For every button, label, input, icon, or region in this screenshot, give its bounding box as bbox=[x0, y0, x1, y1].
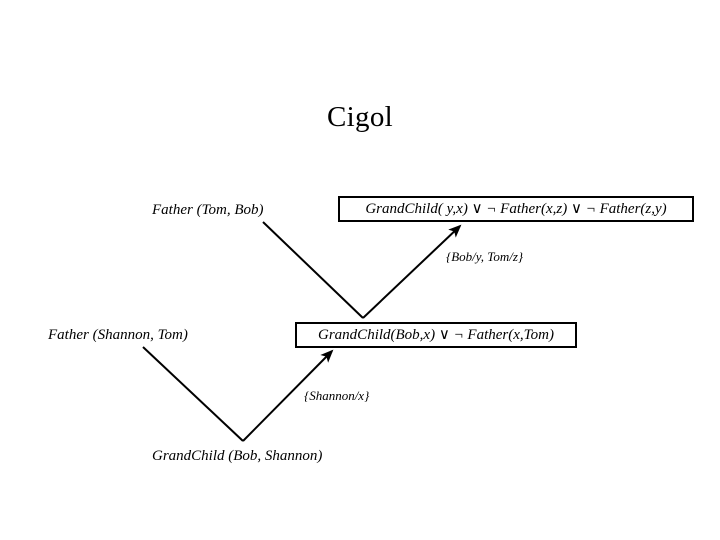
edge-father-shannon-tom-to-vertex bbox=[142, 346, 244, 442]
clause-box-grandchild-rule-text: GrandChild( y,x) ∨ ¬ Father(x,z) ∨ ¬ Fat… bbox=[365, 200, 667, 217]
clause-box-grandchild-bob-x-text: GrandChild(Bob,x) ∨ ¬ Father(x,Tom) bbox=[318, 326, 554, 343]
clause-box-grandchild-bob-x: GrandChild(Bob,x) ∨ ¬ Father(x,Tom) bbox=[295, 322, 577, 348]
page-title: Cigol bbox=[327, 101, 393, 133]
clause-grandchild-bob-shannon: GrandChild (Bob, Shannon) bbox=[152, 448, 323, 464]
clause-father-tom-bob: Father (Tom, Bob) bbox=[152, 202, 264, 218]
edge-father-tom-bob-to-vertex bbox=[262, 221, 364, 319]
substitution-label-lower: {Shannon/x} bbox=[304, 388, 370, 403]
clause-box-grandchild-rule: GrandChild( y,x) ∨ ¬ Father(x,z) ∨ ¬ Fat… bbox=[338, 196, 694, 222]
clause-father-shannon-tom: Father (Shannon, Tom) bbox=[48, 327, 188, 343]
substitution-label-upper: {Bob/y, Tom/z} bbox=[446, 249, 524, 264]
edge-vertex-to-grandchild-rule bbox=[362, 224, 462, 319]
